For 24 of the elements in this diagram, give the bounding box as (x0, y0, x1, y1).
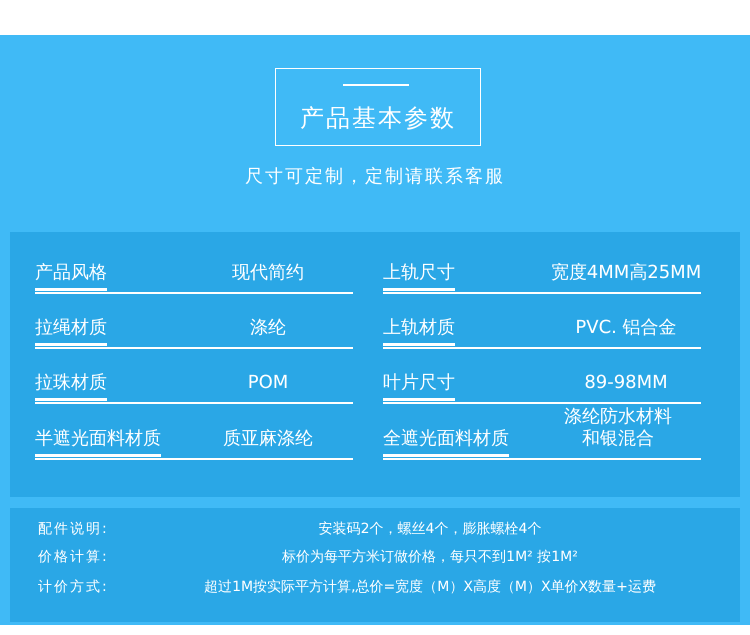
spec-value: 质亚麻涤纶 (222, 428, 314, 450)
spec-value: 涤纶 (249, 317, 287, 339)
spec-value: 涤纶防水材料和银混合 (563, 406, 673, 450)
title: 产品基本参数 (299, 103, 457, 134)
spec-value: POM (246, 372, 290, 394)
spec-name: 产品风格 (35, 262, 107, 291)
spec-value: 现代简约 (231, 262, 305, 284)
spec-value: 宽度4MM高25MM (550, 262, 702, 284)
spec-value: 89-98MM (583, 372, 669, 394)
spec-name: 全遮光面料材质 (383, 428, 509, 457)
spec-name: 半遮光面料材质 (35, 428, 161, 457)
spec-value: PVC. 铝合金 (574, 317, 678, 339)
spec-name: 拉珠材质 (35, 372, 107, 401)
spec-name: 叶片尺寸 (383, 372, 455, 401)
spec-name: 拉绳材质 (35, 317, 107, 346)
note-text: 安装码2个，螺丝4个，膨胀螺栓4个 (318, 520, 542, 538)
note-text: 标价为每平方米订做价格，每只不到1M² 按1M² (281, 548, 579, 566)
note-label: 计价方式: (38, 578, 109, 596)
spec-name: 上轨材质 (383, 317, 455, 346)
spec-name: 上轨尺寸 (383, 262, 455, 291)
note-label: 价格计算: (38, 548, 109, 566)
note-text: 超过1M按实际平方计算,总价=宽度（M）X高度（M）X单价X数量+运费 (203, 578, 657, 596)
note-label: 配件说明: (38, 520, 109, 538)
subtitle: 尺寸可定制，定制请联系客服 (244, 165, 506, 188)
